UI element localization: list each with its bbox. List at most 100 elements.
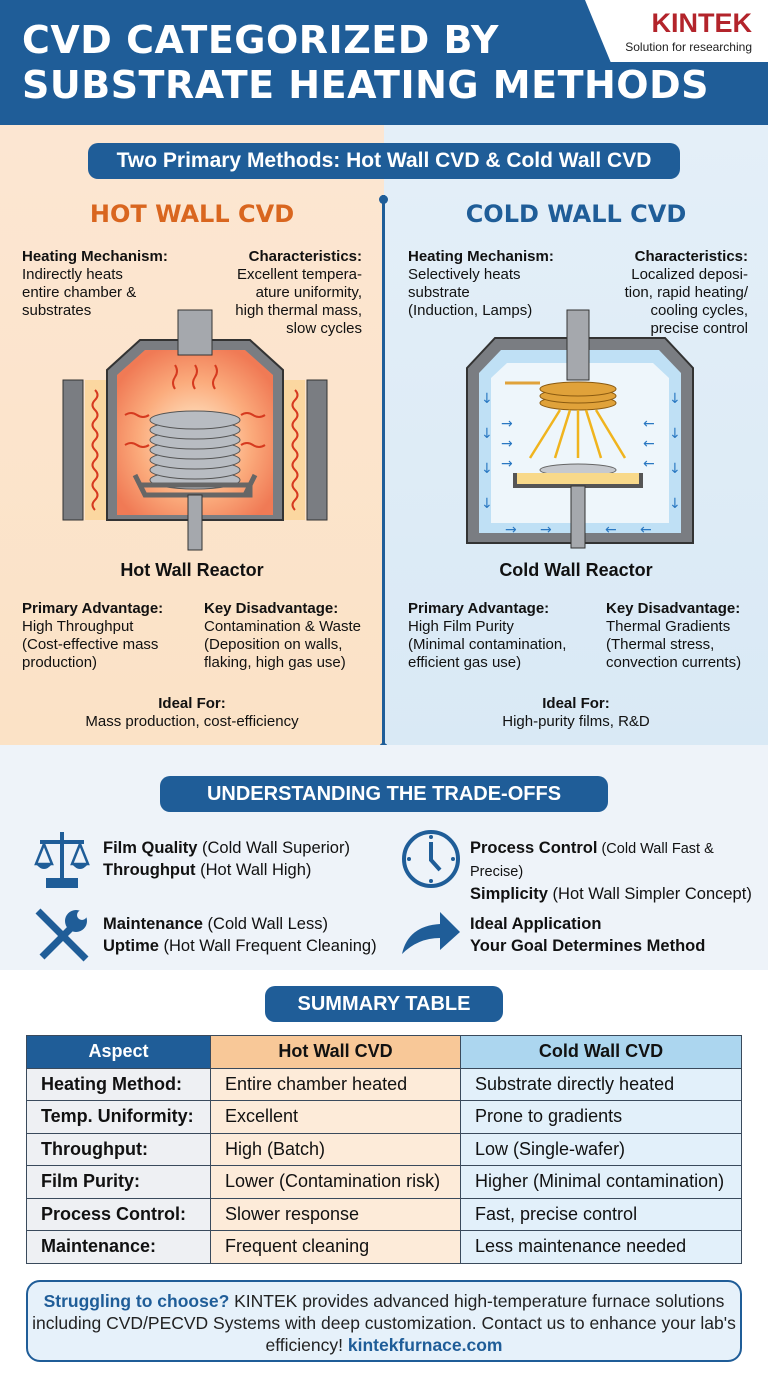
label: Key Disadvantage: [606, 600, 741, 617]
column-header: Hot Wall CVD [210, 1035, 461, 1069]
tradeoff-item: Film Quality (Cold Wall Superior) Throug… [103, 837, 350, 881]
svg-text:→: → [540, 522, 552, 538]
label: Ideal For: [542, 695, 610, 712]
call-to-action: Struggling to choose? KINTEK provides ad… [26, 1280, 742, 1362]
divider-line [382, 195, 385, 750]
table-cell: Prone to gradients [460, 1100, 742, 1134]
table-cell: Process Control: [26, 1197, 211, 1231]
svg-text:↓: ↓ [669, 426, 681, 442]
methods-banner: Two Primary Methods: Hot Wall CVD & Cold… [88, 143, 680, 179]
svg-text:↓: ↓ [481, 426, 493, 442]
table-cell: Slower response [210, 1197, 461, 1231]
table-header-row: Aspect Hot Wall CVD Cold Wall CVD [26, 1035, 742, 1069]
text-line: substrates [22, 302, 92, 319]
cta-lead: Struggling to choose? [43, 1291, 230, 1311]
hot-disadvantage: Key Disadvantage: Contamination & Waste … [204, 600, 361, 672]
text-line: flaking, high gas use) [204, 654, 346, 671]
text-line: (Deposition on walls, [204, 636, 343, 653]
scales-icon [34, 832, 90, 888]
cold-wall-heading: COLD WALL CVD [465, 200, 687, 228]
column-header: Cold Wall CVD [460, 1035, 742, 1069]
text-line: convection currents) [606, 654, 742, 671]
hot-diagram-caption: Hot Wall Reactor [120, 560, 264, 580]
svg-text:←: ← [643, 456, 655, 472]
table-cell: Frequent cleaning [210, 1230, 461, 1264]
text-line: (Induction, Lamps) [408, 302, 533, 319]
cold-mechanism: Heating Mechanism: Selectively heats sub… [408, 248, 554, 320]
text-line: high thermal mass, [235, 302, 362, 319]
tradeoff-line: Simplicity (Hot Wall Simpler Concept) [470, 885, 752, 903]
tradeoff-line: Your Goal Determines Method [470, 937, 706, 955]
table-cell: Maintenance: [26, 1230, 211, 1264]
logo-tagline: Solution for researching [625, 40, 752, 54]
svg-text:↓: ↓ [669, 391, 681, 407]
text-line: (Cost-effective mass [22, 636, 159, 653]
label: Heating Mechanism: [22, 248, 168, 265]
svg-text:→: → [501, 416, 513, 432]
text-line: (Minimal contamination, [408, 636, 567, 653]
svg-text:↓: ↓ [481, 391, 493, 407]
hot-advantage: Primary Advantage: High Throughput (Cost… [22, 600, 163, 672]
table-cell: High (Batch) [210, 1132, 461, 1166]
hot-wall-reactor-diagram [62, 309, 328, 551]
title-line-2: SUBSTRATE HEATING METHODS [22, 63, 710, 107]
hot-ideal-for: Ideal For: Mass production, cost-efficie… [0, 695, 384, 731]
text-line: Selectively heats [408, 266, 521, 283]
label: Heating Mechanism: [408, 248, 554, 265]
table-cell: Throughput: [26, 1132, 211, 1166]
tradeoff-line: Uptime (Hot Wall Frequent Cleaning) [103, 937, 377, 955]
cold-disadvantage: Key Disadvantage: Thermal Gradients (The… [606, 600, 741, 672]
svg-text:↓: ↓ [481, 461, 493, 477]
svg-text:→: → [501, 456, 513, 472]
table-cell: Less maintenance needed [460, 1230, 742, 1264]
cold-advantage: Primary Advantage: High Film Purity (Min… [408, 600, 566, 672]
text-line: Indirectly heats [22, 266, 123, 283]
text-line: ature uniformity, [255, 284, 362, 301]
tradeoff-line: Maintenance (Cold Wall Less) [103, 915, 328, 933]
website-link[interactable]: kintekfurnace.com [347, 1335, 503, 1355]
table-cell: Fast, precise control [460, 1197, 742, 1231]
text-line: Excellent tempera- [236, 266, 362, 283]
text-line: production) [22, 654, 98, 671]
label: Characteristics: [248, 248, 362, 265]
text-line: (Thermal stress, [606, 636, 715, 653]
tradeoff-line: Process Control (Cold Wall Fast & Precis… [470, 839, 714, 880]
cold-diagram-caption: Cold Wall Reactor [499, 560, 653, 580]
tools-icon [35, 908, 89, 962]
svg-text:→: → [501, 436, 513, 452]
cold-characteristics: Characteristics: Localized deposi- tion,… [625, 248, 748, 338]
column-header: Aspect [26, 1035, 211, 1069]
tradeoffs-title: UNDERSTANDING THE TRADE-OFFS [160, 776, 608, 812]
hot-characteristics: Characteristics: Excellent tempera- atur… [235, 248, 362, 338]
table-row: Throughput:High (Batch)Low (Single-wafer… [26, 1132, 742, 1166]
svg-text:←: ← [605, 522, 617, 538]
svg-text:↓: ↓ [481, 496, 493, 512]
table-cell: Heating Method: [26, 1067, 211, 1101]
svg-text:↓: ↓ [669, 496, 681, 512]
text-line: substrate [408, 284, 470, 301]
text-line: slow cycles [286, 320, 362, 337]
arrow-icon [402, 912, 460, 954]
cold-ideal-for: Ideal For: High-purity films, R&D [384, 695, 768, 731]
summary-title: SUMMARY TABLE [265, 986, 503, 1022]
cold-wall-reactor-diagram: ↓↓↓↓ ↓↓↓↓ →→→ ←←← →→←← [466, 309, 694, 549]
text-line: Contamination & Waste [204, 618, 362, 635]
svg-text:↓: ↓ [669, 461, 681, 477]
text-line: High Throughput [22, 618, 134, 635]
summary-table: Aspect Hot Wall CVD Cold Wall CVD Heatin… [26, 1035, 742, 1264]
svg-text:←: ← [643, 436, 655, 452]
text-line: entire chamber & [22, 284, 137, 301]
kintek-logo: KINTEK Solution for researching [585, 0, 768, 62]
table-cell: Higher (Minimal contamination) [460, 1165, 742, 1199]
text-line: Thermal Gradients [606, 618, 731, 635]
label: Ideal For: [158, 695, 226, 712]
logo-name: KINTEK [651, 8, 753, 38]
label: Primary Advantage: [22, 600, 164, 617]
clock-icon [402, 830, 460, 888]
hot-wall-heading: HOT WALL CVD [89, 200, 295, 228]
tradeoff-item: Process Control (Cold Wall Fast & Precis… [470, 837, 768, 905]
table-cell: Substrate directly heated [460, 1067, 742, 1101]
